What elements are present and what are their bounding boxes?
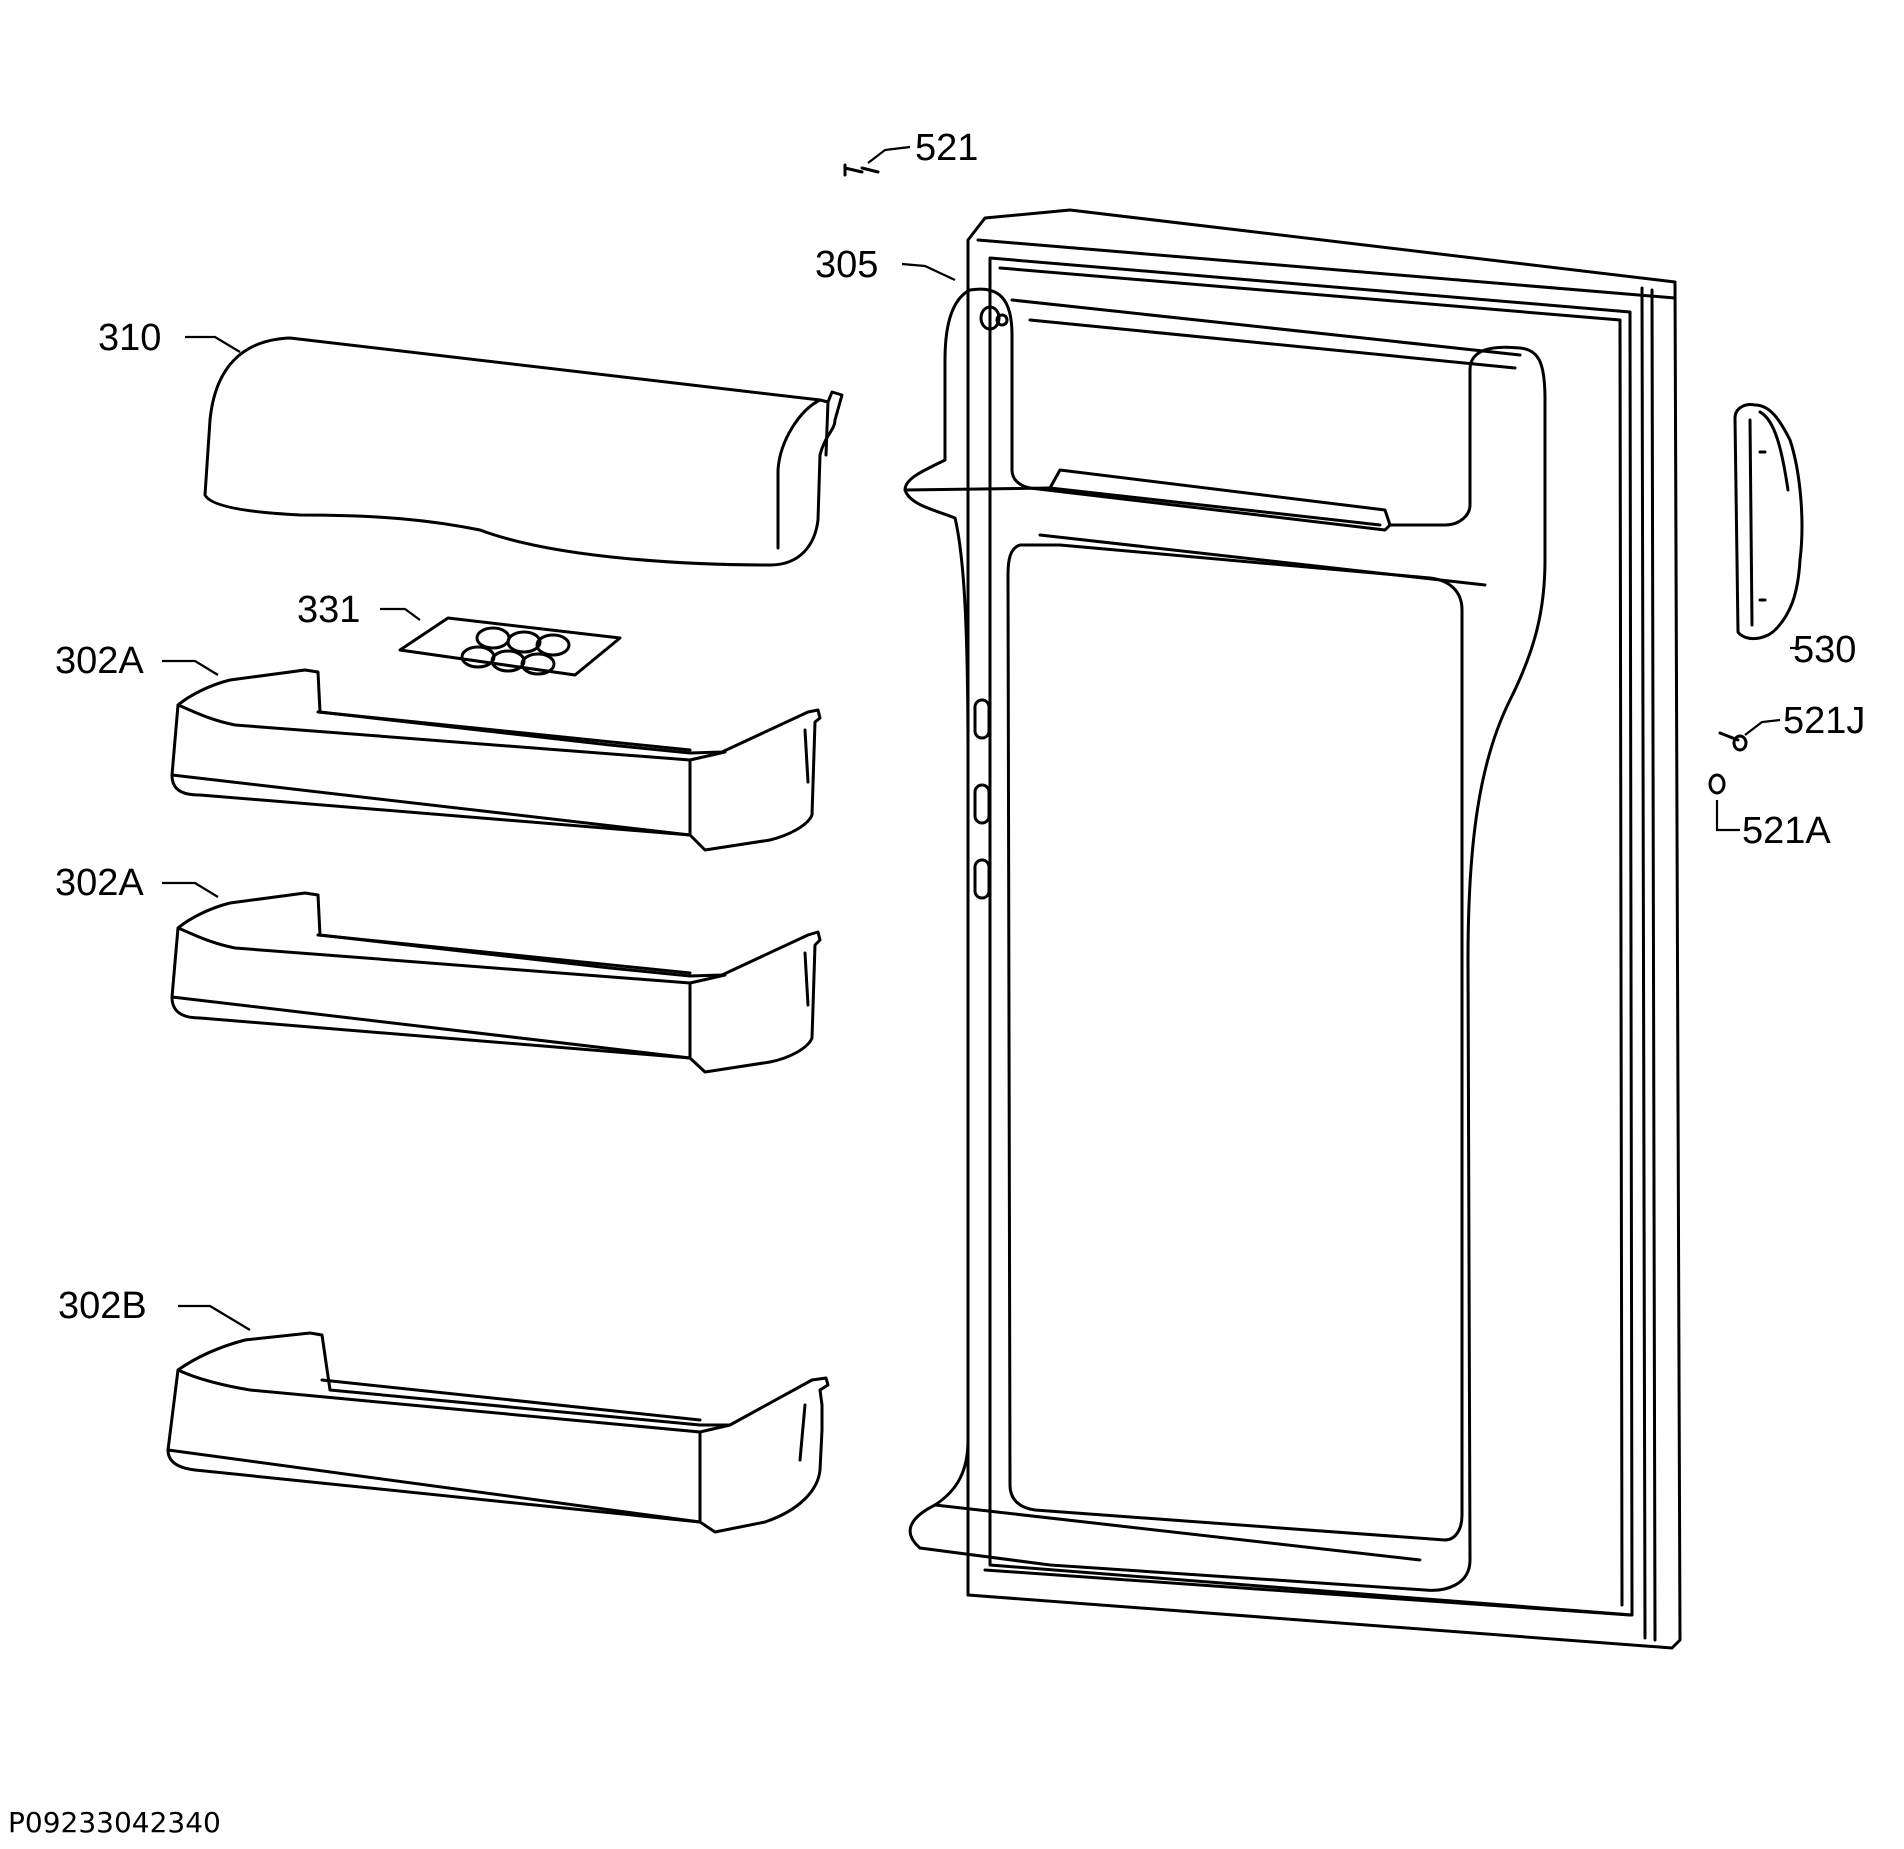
door-305: [903, 208, 1682, 1650]
leader-302b: [178, 1304, 251, 1331]
screw-521-top: [843, 163, 880, 177]
label-521-top: 521: [915, 127, 978, 169]
leader-521-top: [867, 145, 911, 164]
door-bin-302a-lower: [170, 891, 822, 1074]
label-305: 305: [815, 244, 878, 286]
leader-lines: [162, 145, 1800, 1331]
leader-302a-upper: [162, 659, 219, 676]
leader-521j: [1744, 718, 1781, 736]
egg-tray-331: [398, 616, 622, 677]
leader-331: [380, 607, 421, 621]
door-bin-302b: [166, 1331, 830, 1534]
label-302b: 302B: [58, 1285, 147, 1327]
leader-302a-lower: [162, 881, 219, 898]
leader-310: [185, 335, 241, 353]
door-handle-530: [1733, 403, 1804, 640]
screw-521j: [1718, 731, 1748, 752]
washer-521a: [1708, 773, 1726, 795]
leader-521a: [1715, 800, 1740, 832]
label-302a-upper: 302A: [55, 640, 144, 682]
label-521a: 521A: [1742, 810, 1831, 852]
top-bin-310: [203, 336, 844, 567]
label-331: 331: [297, 589, 360, 631]
door-bin-302a-upper: [170, 668, 822, 852]
leader-305: [901, 262, 956, 281]
label-521j: 521J: [1783, 700, 1865, 742]
label-530: 530: [1793, 629, 1856, 671]
label-310: 310: [98, 317, 161, 359]
drawing-reference-number: P09233042340: [8, 1806, 221, 1839]
label-302a-lower: 302A: [55, 862, 144, 904]
